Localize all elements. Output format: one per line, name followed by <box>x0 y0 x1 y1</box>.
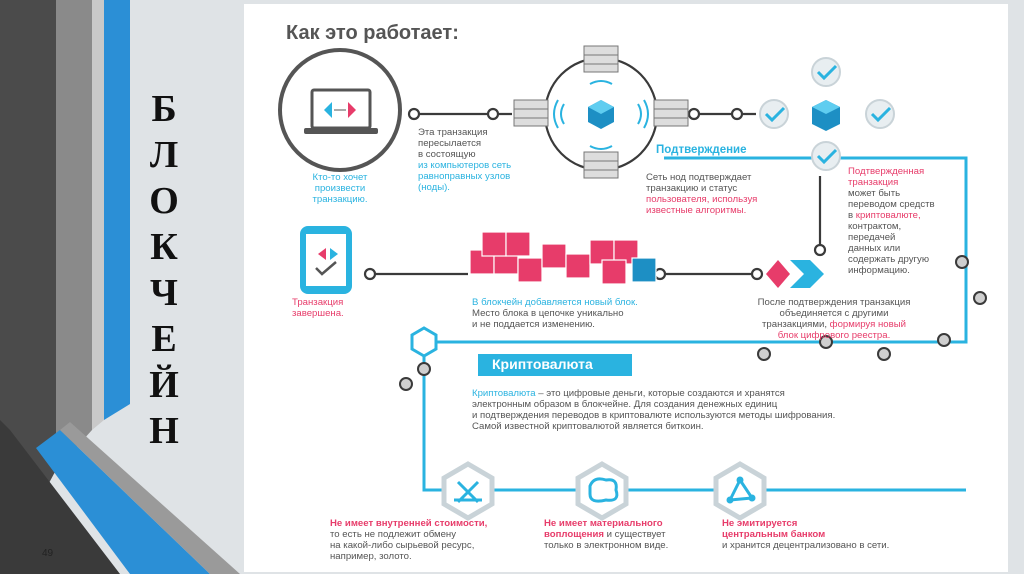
text-line: из компьютеров сеть <box>418 160 512 171</box>
crypto-description: Криптовалюта – это цифровые деньги, кото… <box>472 388 892 432</box>
text-line: завершена. <box>292 308 344 319</box>
text-line: в криптовалюте, <box>848 210 972 221</box>
text-line: содержать другую <box>848 254 930 265</box>
text-line: электронным образом в блокчейне. Для соз… <box>472 399 778 410</box>
step-validate-text: Сеть нод подтверждает транзакцию и стату… <box>646 172 806 216</box>
text-line: известные алгоритмы. <box>646 205 747 216</box>
text-line: контрактом, <box>848 221 902 232</box>
property-decentralized: Не эмитируется центральным банком и хран… <box>722 518 942 551</box>
text-line: Эта транзакция <box>418 127 488 138</box>
text-fragment: в <box>848 210 856 221</box>
text-fragment: воплощения <box>544 529 604 540</box>
property-no-physical-form: Не имеет материального воплощения и суще… <box>544 518 714 551</box>
text-line: и хранится децентрализовано в сети. <box>722 540 890 551</box>
text-line: блок цифрового реестра. <box>777 330 891 341</box>
text-fragment: – это цифровые деньги, которые создаются… <box>535 388 785 399</box>
property-no-intrinsic-value: Не имеет внутренней стоимости, то есть н… <box>330 518 520 562</box>
text-fragment: криптовалюте, <box>855 210 921 221</box>
text-line: переводом средств <box>848 199 935 210</box>
text-line: Криптовалюта – это цифровые деньги, кото… <box>472 388 892 399</box>
text-line: центральным банком <box>722 529 826 540</box>
text-line: объединяется с другими <box>779 308 889 319</box>
title-letter: Е <box>151 318 177 360</box>
text-line: Подтвержденная <box>848 166 925 177</box>
text-fragment: и существует <box>603 529 666 540</box>
title-letter: Й <box>149 364 179 406</box>
text-line: в состоящую <box>418 149 476 160</box>
text-line: Не эмитируется <box>722 518 798 529</box>
text-line: и подтверждения переводов в криптовалюте… <box>472 410 836 421</box>
text-line: В блокчейн добавляется новый блок. <box>472 297 638 308</box>
text-line: Самой известной криптовалютой является б… <box>472 421 704 432</box>
text-line: транзакциями, формируя новый <box>728 319 940 330</box>
text-line: транзакцию и статус <box>646 183 738 194</box>
blockchain-diagram <box>278 45 987 521</box>
text-line: Не имеет внутренней стоимости, <box>330 518 488 529</box>
title-letter: О <box>149 180 179 222</box>
text-line: и не поддается изменению. <box>472 319 595 330</box>
text-line: транзакцию. <box>312 194 368 205</box>
text-fragment: транзакциями, <box>762 319 830 330</box>
step-append-text: В блокчейн добавляется новый блок. Место… <box>472 297 682 330</box>
text-line: Не имеет материального <box>544 518 663 529</box>
text-line: передачей <box>848 232 896 243</box>
text-line: пользователя, используя <box>646 194 758 205</box>
crypto-term: Криптовалюта <box>472 388 536 399</box>
text-line: Сеть нод подтверждает <box>646 172 752 183</box>
text-line: может быть <box>848 188 901 199</box>
crypto-section-label: Криптовалюта <box>492 356 593 372</box>
step-broadcast-text: Эта транзакция пересылается в состоящую … <box>418 127 558 193</box>
text-line: Место блока в цепочке уникально <box>472 308 624 319</box>
title-letter: Л <box>149 134 179 176</box>
text-line: на какой-либо сырьевой ресурс, <box>330 540 475 551</box>
text-line: произвести <box>314 183 366 194</box>
title-letter: Ч <box>150 272 178 314</box>
confirmation-label: Подтверждение <box>656 144 747 156</box>
text-line: Кто-то хочет <box>312 172 368 183</box>
text-line: например, золото. <box>330 551 412 562</box>
text-line: данных или <box>848 243 901 254</box>
step-confirmed-text: Подтвержденная транзакция может быть пер… <box>848 166 972 276</box>
step-combine-text: После подтверждения транзакция объединяе… <box>728 297 940 341</box>
text-line: то есть не подлежит обмену <box>330 529 457 540</box>
text-line: равноправных узлов <box>418 171 511 182</box>
text-line: информацию. <box>848 265 910 276</box>
title-letter: Б <box>151 88 177 130</box>
page-title: Как это работает: <box>286 22 459 44</box>
text-line: пересылается <box>418 138 482 149</box>
text-line: воплощения и существует <box>544 529 714 540</box>
vertical-title: Б Л О К Ч Е Й Н <box>138 86 190 454</box>
text-line: транзакция <box>848 177 899 188</box>
title-letter: К <box>150 226 178 268</box>
text-line: (ноды). <box>418 182 450 193</box>
step-initiate-text: Кто-то хочет произвести транзакцию. <box>290 172 390 205</box>
text-fragment: формируя новый <box>829 319 906 330</box>
text-line: только в электронном виде. <box>544 540 669 551</box>
text-line: После подтверждения транзакция <box>757 297 911 308</box>
step-complete-text: Транзакция завершена. <box>292 297 372 319</box>
slide-number: 49 <box>42 548 54 559</box>
text-line: Транзакция <box>292 297 344 308</box>
title-letter: Н <box>149 410 179 452</box>
